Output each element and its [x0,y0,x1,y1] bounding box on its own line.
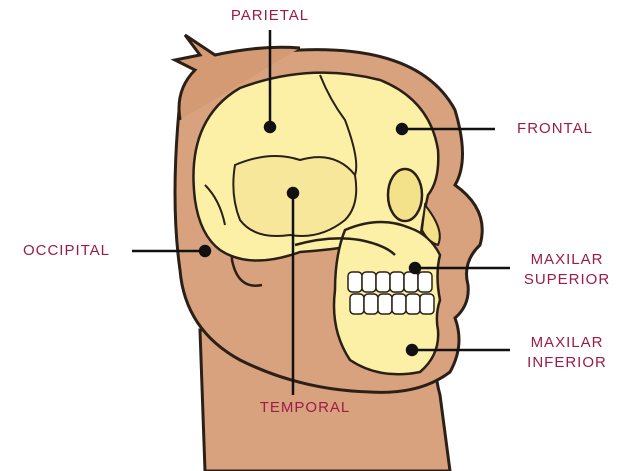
maxilar-inferior-dot [407,345,417,355]
label-temporal: TEMPORAL [240,398,370,418]
label-maxilar-inferior: MAXILAR INFERIOR [508,333,626,373]
label-maxilar-superior-line1: MAXILAR [508,250,626,270]
label-maxilar-superior: MAXILAR SUPERIOR [508,250,626,290]
label-maxilar-superior-line2: SUPERIOR [508,270,626,290]
lower-teeth [350,294,434,314]
occipital-dot [200,246,210,256]
frontal-dot [397,124,407,134]
eye-socket [388,169,422,221]
parietal-dot [265,122,275,132]
label-occipital: OCCIPITAL [4,241,129,261]
temporal-dot [288,188,298,198]
label-maxilar-inferior-line1: MAXILAR [508,333,626,353]
label-frontal: FRONTAL [500,119,610,139]
maxilar-superior-dot [410,263,420,273]
label-maxilar-inferior-line2: INFERIOR [508,353,626,373]
upper-teeth [348,272,432,292]
label-parietal: PARIETAL [215,6,325,26]
